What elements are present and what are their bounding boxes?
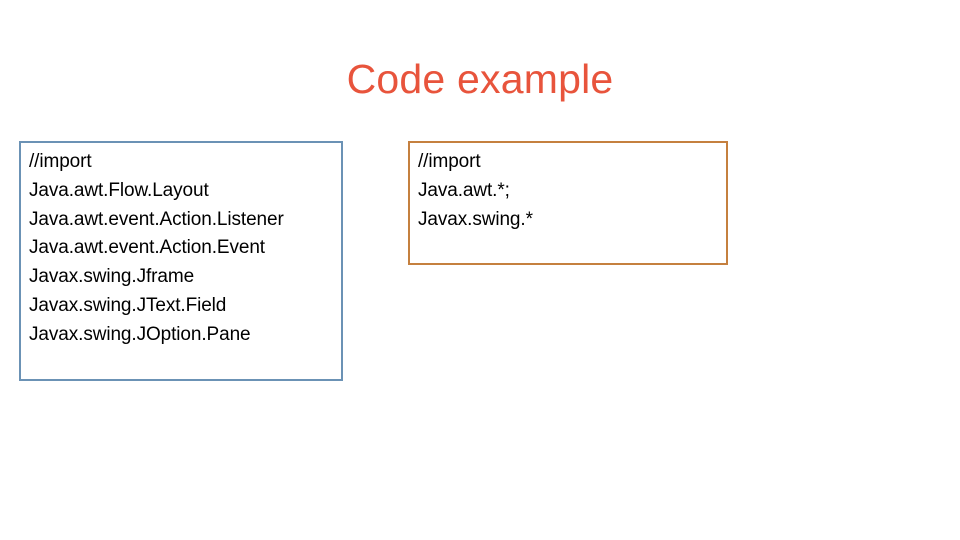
code-line: Java.awt.event.Action.Listener bbox=[29, 208, 284, 230]
right-import-code-box: //import Java.awt.*; Javax.swing.* bbox=[408, 141, 728, 265]
page-title: Code example bbox=[346, 56, 614, 102]
left-import-code-box: //import Java.awt.Flow.Layout Java.awt.e… bbox=[19, 141, 343, 381]
left-code-line-list: //import Java.awt.Flow.Layout Java.awt.e… bbox=[29, 148, 337, 350]
code-line: //import bbox=[418, 151, 481, 172]
right-code-line-list: //import Java.awt.*; Javax.swing.* bbox=[418, 148, 722, 234]
code-line: Javax.swing.JOption.Pane bbox=[29, 323, 251, 345]
code-line: //import bbox=[29, 151, 92, 172]
code-line: Java.awt.event.Action.Event bbox=[29, 237, 265, 259]
code-line: Javax.swing.Jframe bbox=[29, 266, 195, 288]
code-line: Java.awt.*; bbox=[418, 179, 510, 201]
code-line: Java.awt.Flow.Layout bbox=[29, 179, 209, 201]
code-line: Javax.swing.JText.Field bbox=[29, 294, 227, 316]
code-line: Javax.swing.* bbox=[418, 208, 533, 230]
